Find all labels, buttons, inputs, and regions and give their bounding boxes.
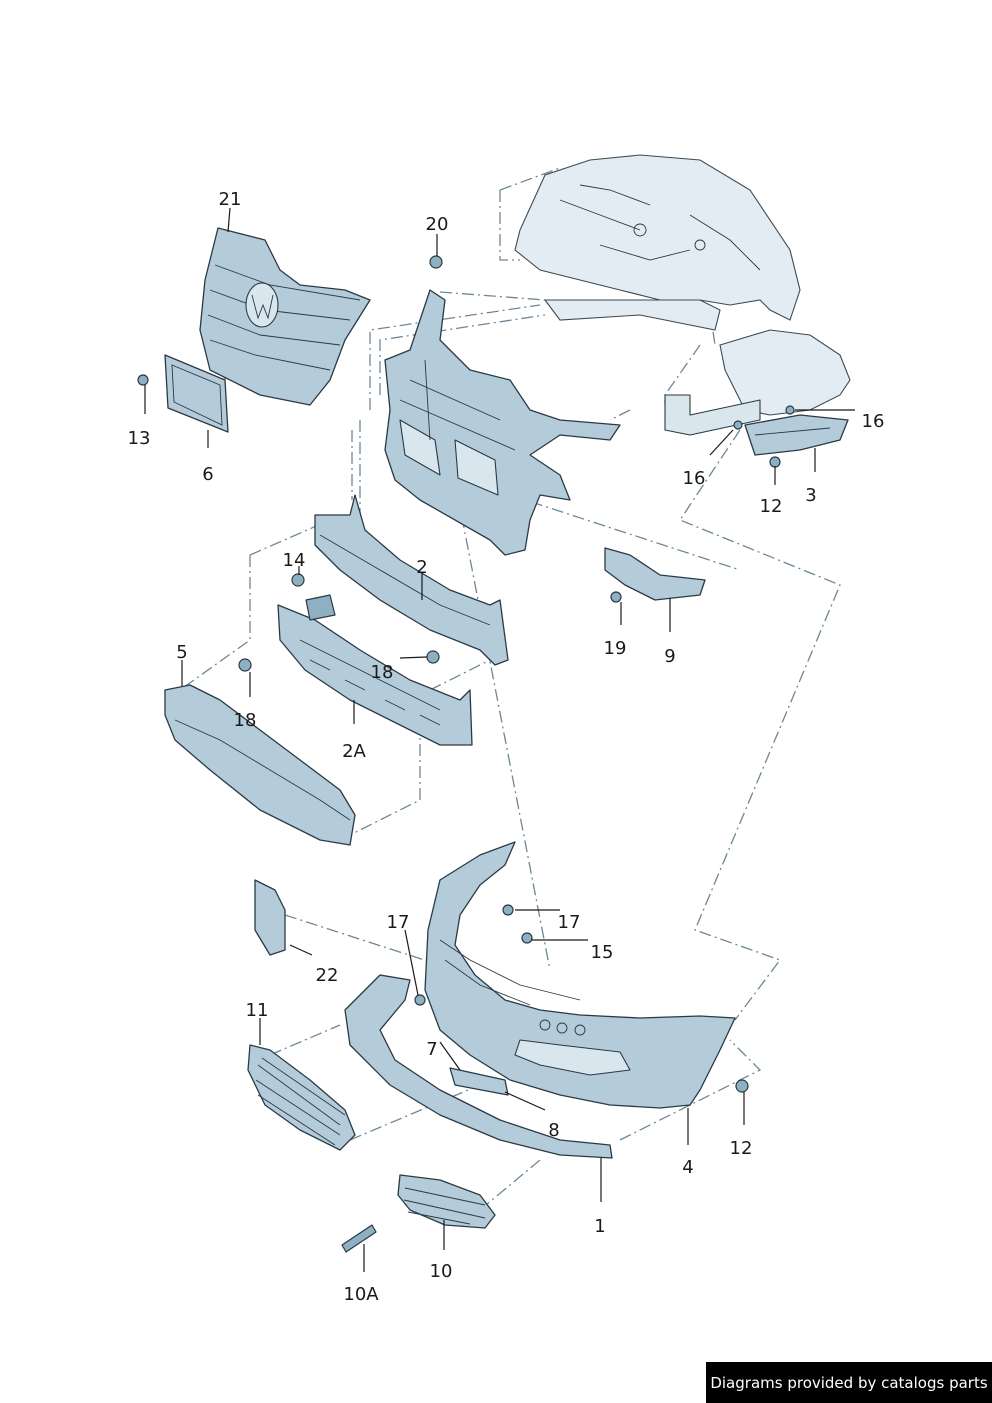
callout-8: 8: [548, 1120, 559, 1141]
callout-1: 1: [594, 1216, 605, 1237]
callout-15: 15: [591, 942, 614, 963]
callout-16-left: 16: [683, 468, 706, 489]
callout-14: 14: [283, 550, 306, 571]
callout-9: 9: [664, 646, 675, 667]
callout-17-right: 17: [558, 912, 581, 933]
part-2a-absorber: [277, 594, 473, 746]
callout-11: 11: [246, 1000, 269, 1021]
part-5-foam-absorber: [164, 684, 356, 846]
part-8-trim-strip: [449, 1067, 509, 1096]
callout-6: 6: [202, 464, 213, 485]
part-1-spoiler: [344, 974, 613, 1159]
callout-20: 20: [426, 214, 449, 235]
part-4-bumper-cover: [424, 841, 736, 1109]
callout-17-left: 17: [387, 912, 410, 933]
part-21-radiator-grille: [199, 227, 371, 406]
callout-13: 13: [128, 428, 151, 449]
callout-2: 2: [416, 557, 427, 578]
callout-2a: 2A: [342, 741, 366, 762]
part-11-lower-grille: [247, 1044, 356, 1151]
vehicle-body-structure: [514, 154, 851, 436]
callout-18-left: 18: [234, 710, 257, 731]
part-3-guide-bracket: [744, 414, 849, 456]
part-10-fog-grille: [397, 1174, 496, 1229]
callout-22: 22: [316, 965, 339, 986]
callout-10a: 10A: [343, 1284, 379, 1305]
callout-4: 4: [682, 1157, 693, 1178]
credit-text: Diagrams provided by catalogs parts: [710, 1373, 988, 1392]
callout-5: 5: [176, 642, 187, 663]
part-22-bracket: [254, 879, 286, 956]
callout-12-bottom: 12: [730, 1138, 753, 1159]
callout-3: 3: [805, 485, 816, 506]
callout-18-right: 18: [371, 662, 394, 683]
callout-16-right: 16: [862, 411, 885, 432]
part-lock-carrier: [384, 289, 621, 556]
callout-7: 7: [426, 1039, 437, 1060]
part-2-impact-beam: [314, 494, 509, 666]
part-6-plate-holder: [164, 354, 229, 433]
callout-19: 19: [604, 638, 627, 659]
fasteners: [137, 255, 795, 1253]
leader-lines: [144, 207, 855, 1272]
callout-12-top: 12: [760, 496, 783, 517]
credit-banner: Diagrams provided by catalogs parts: [706, 1362, 992, 1403]
callout-21: 21: [219, 189, 242, 210]
callout-10: 10: [430, 1261, 453, 1282]
part-9-side-bracket: [604, 547, 706, 601]
callout-labels: 21 20 13 6 14 2 5 18 18 2A 19 9 16 16 12…: [128, 189, 885, 1305]
